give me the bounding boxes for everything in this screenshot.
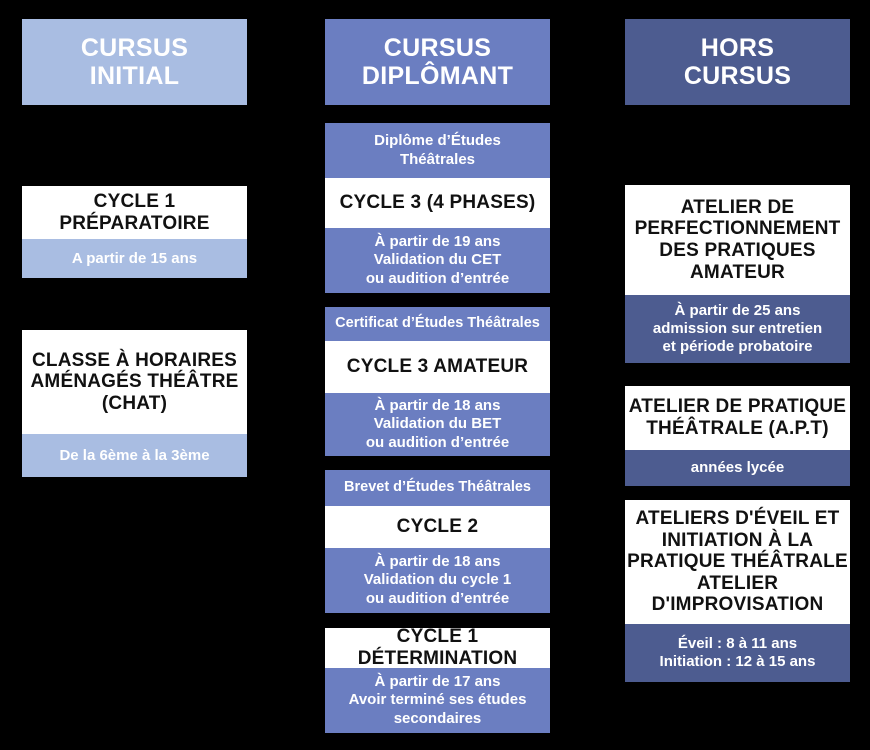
card-cycle-2[interactable]: Brevet d’Études Théâtrales CYCLE 2 À par… [325,470,550,613]
card-cycle-1-determination[interactable]: CYCLE 1 DÉTERMINATION À partir de 17 ans… [325,626,550,733]
card-chat[interactable]: CLASSE À HORAIRES AMÉNAGÉS THÉÂTRE (CHAT… [22,330,247,477]
card-title-chat: CLASSE À HORAIRES AMÉNAGÉS THÉÂTRE (CHAT… [22,330,247,434]
card-footer-ateliers-eveil-initiation: Éveil : 8 à 11 ans Initiation : 12 à 15 … [625,624,850,682]
card-footer-cycle-1-determination: À partir de 17 ans Avoir terminé ses étu… [325,668,550,733]
card-cycle-3-amateur[interactable]: Certificat d’Études Théâtrales CYCLE 3 A… [325,307,550,456]
card-footer-cycle-2: À partir de 18 ans Validation du cycle 1… [325,548,550,613]
card-title-cycle-3-amateur: CYCLE 3 AMATEUR [325,341,550,393]
card-footer-cycle-3-amateur: À partir de 18 ans Validation du BET ou … [325,393,550,456]
column-header-cursus-diplomant: CURSUS DIPLÔMANT [325,19,550,105]
card-title-cycle-3-4-phases: CYCLE 3 (4 PHASES) [325,178,550,228]
card-title-atelier-perfectionnement: ATELIER DE PERFECTIONNEMENT DES PRATIQUE… [625,185,850,295]
card-footer-atelier-perfectionnement: À partir de 25 ans admission sur entreti… [625,295,850,363]
card-title-atelier-pratique-theatrale: ATELIER DE PRATIQUE THÉÂTRALE (A.P.T) [625,386,850,450]
card-footer-cycle-1-preparatoire: A partir de 15 ans [22,239,247,278]
card-title-ateliers-eveil-initiation: ATELIERS D'ÉVEIL ET INITIATION À LA PRAT… [625,500,850,624]
card-cycle-1-preparatoire[interactable]: CYCLE 1 PRÉPARATOIRE A partir de 15 ans [22,186,247,278]
card-title-cycle-1-preparatoire: CYCLE 1 PRÉPARATOIRE [22,186,247,239]
card-atelier-pratique-theatrale[interactable]: ATELIER DE PRATIQUE THÉÂTRALE (A.P.T) an… [625,386,850,486]
card-footer-atelier-pratique-theatrale: années lycée [625,450,850,486]
card-header-cycle-3-4-phases: Diplôme d’Études Théâtrales [325,123,550,178]
card-cycle-3-4-phases[interactable]: Diplôme d’Études Théâtrales CYCLE 3 (4 P… [325,123,550,293]
card-title-cycle-2: CYCLE 2 [325,506,550,548]
column-header-hors-cursus: HORS CURSUS [625,19,850,105]
card-atelier-perfectionnement[interactable]: ATELIER DE PERFECTIONNEMENT DES PRATIQUE… [625,185,850,363]
card-footer-cycle-3-4-phases: À partir de 19 ans Validation du CET ou … [325,228,550,293]
card-footer-chat: De la 6ème à la 3ème [22,434,247,477]
card-title-cycle-1-determination: CYCLE 1 DÉTERMINATION [325,626,550,669]
card-header-cycle-2: Brevet d’Études Théâtrales [325,470,550,506]
column-header-cursus-initial: CURSUS INITIAL [22,19,247,105]
card-ateliers-eveil-initiation[interactable]: ATELIERS D'ÉVEIL ET INITIATION À LA PRAT… [625,500,850,682]
card-header-cycle-3-amateur: Certificat d’Études Théâtrales [325,307,550,341]
